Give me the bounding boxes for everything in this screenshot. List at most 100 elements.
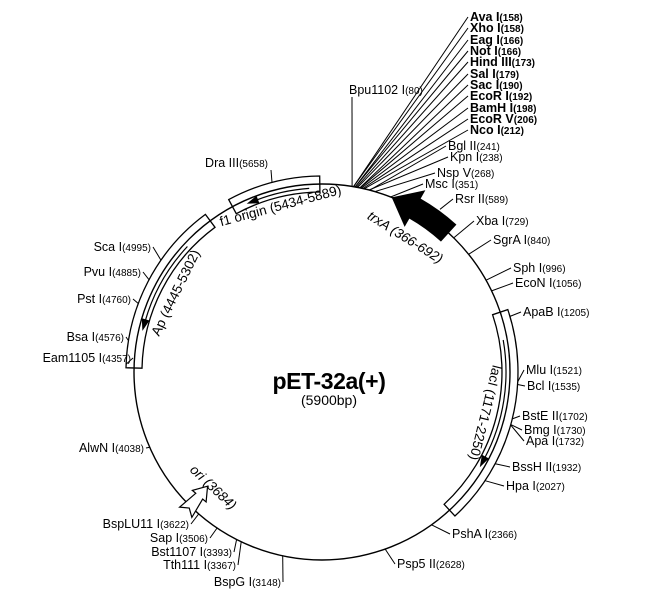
plasmid-title: pET-32a(+)	[273, 368, 386, 394]
site-leader-not-i	[354, 50, 469, 188]
site-leader-pvu-i	[142, 271, 150, 281]
gene-box-f1-origin	[227, 175, 321, 215]
site-leader-xba-i	[453, 220, 475, 239]
site-label-bcl-i: Bcl I(1535)	[527, 379, 580, 393]
site-leader-kpn-i	[368, 156, 449, 191]
site-leader-bcl-i	[517, 384, 526, 387]
site-leader-alwn-i	[145, 446, 150, 449]
site-label-sac-i: Sac I(190)	[470, 78, 523, 92]
site-leader-xho-i	[353, 27, 469, 187]
site-label-msc-i: Msc I(351)	[425, 177, 478, 191]
site-label-bamh-i: BamH I(198)	[470, 101, 536, 115]
site-label-sap-i: Sap I(3506)	[150, 531, 208, 545]
site-label-xho-i: Xho I(158)	[470, 21, 524, 35]
site-leader-hind-iii	[356, 61, 469, 188]
site-leader-tth111-i	[237, 541, 242, 566]
plasmid-backbone-circle	[133, 183, 511, 561]
site-label-econ-i: EcoN I(1056)	[515, 276, 581, 290]
site-leader-bsplu11-i	[190, 513, 200, 525]
plasmid-size-label: (5900bp)	[301, 392, 357, 408]
site-leader-bssh-ii	[495, 463, 511, 468]
site-leader-sph-i	[485, 267, 512, 281]
site-label-bssh-ii: BssH II(1932)	[512, 460, 581, 474]
site-label-pst-i: Pst I(4760)	[77, 292, 131, 306]
site-leader-nco-i	[363, 129, 469, 190]
site-label-kpn-i: Kpn I(238)	[450, 150, 503, 164]
gene-open-arrow-ori	[178, 485, 209, 519]
site-label-rsr-ii: Rsr II(589)	[455, 192, 508, 206]
site-label-tth111-i: Tth111 I(3367)	[163, 558, 236, 572]
site-leader-sca-i	[152, 246, 162, 261]
site-leader-mlu-i	[517, 369, 525, 382]
site-label-apa-i: Apa I(1732)	[526, 434, 584, 448]
site-leader-bsa-i	[125, 336, 129, 341]
site-leader-eam1105-i	[125, 357, 134, 365]
site-leader-hpa-i	[484, 480, 505, 487]
site-leader-sap-i	[209, 527, 218, 539]
site-label-eag-i: Eag I(166)	[470, 33, 523, 47]
genes-layer	[125, 175, 519, 561]
restriction-sites-layer: f1 origin (5434-5889)Ap (4445-5302)lacI …	[43, 10, 590, 589]
gene-arrow-laci	[483, 339, 507, 459]
site-label-dra-iii: Dra III(5658)	[205, 156, 268, 170]
site-leader-apa-i	[510, 424, 525, 442]
site-label-sph-i: Sph I(996)	[513, 261, 566, 275]
site-leader-ecor-v	[362, 118, 469, 189]
site-label-sgra-i: SgrA I(840)	[493, 233, 550, 247]
site-leader-apab-i	[509, 311, 522, 317]
site-label-ecor-v: EcoR V(206)	[470, 112, 537, 126]
site-label-ava-i: Ava I(158)	[470, 10, 523, 24]
site-label-bpu1102-i: Bpu1102 I(80)	[349, 83, 423, 97]
site-label-psha-i: PshA I(2366)	[452, 527, 517, 541]
site-label-pvu-i: Pvu I(4885)	[84, 265, 141, 279]
site-leader-bgl-ii	[369, 145, 447, 191]
site-label-ecor-i: EcoR I(192)	[470, 89, 532, 103]
site-label-hpa-i: Hpa I(2027)	[506, 479, 565, 493]
gene-box-laci	[443, 308, 519, 517]
site-leader-bste-ii	[512, 415, 521, 420]
site-label-mlu-i: Mlu I(1521)	[526, 363, 582, 377]
site-leader-pst-i	[132, 298, 139, 304]
gene-solid-arrow-trxa	[391, 190, 457, 242]
site-label-bst1107-i: Bst1107 I(3393)	[151, 545, 232, 559]
site-leader-bamh-i	[360, 107, 469, 189]
site-label-alwn-i: AlwN I(4038)	[79, 441, 144, 455]
gene-box-ap	[125, 213, 216, 369]
site-leader-sgra-i	[468, 239, 492, 255]
site-label-xba-i: Xba I(729)	[476, 214, 529, 228]
site-leader-psp5-ii	[384, 548, 396, 565]
site-leader-psha-i	[431, 524, 451, 535]
site-leader-rsr-ii	[439, 198, 454, 210]
site-label-not-i: Not I(166)	[470, 44, 521, 58]
site-label-sca-i: Sca I(4995)	[94, 240, 151, 254]
site-leader-nsp-v	[374, 172, 436, 193]
gene-label-laci: lacI (1171-2250)	[466, 364, 504, 462]
site-label-hind-iii: Hind III(173)	[470, 55, 535, 69]
site-label-sal-i: Sal I(179)	[470, 67, 519, 81]
gene-arrowhead-f1-origin	[246, 195, 260, 204]
site-leader-econ-i	[491, 282, 514, 292]
site-leader-msc-i	[390, 183, 424, 198]
site-leader-sal-i	[357, 73, 469, 188]
site-label-bste-ii: BstE II(1702)	[522, 409, 588, 423]
site-label-bsplu11-i: BspLU11 I(3622)	[103, 517, 189, 531]
site-leader-ecor-i	[359, 95, 469, 189]
site-label-apab-i: ApaB I(1205)	[523, 305, 589, 319]
site-leader-bmg-i	[510, 424, 523, 431]
site-label-eam1105-i: Eam1105 I(4357)	[43, 351, 131, 365]
site-leader-eag-i	[354, 39, 469, 188]
gene-arrowhead-laci	[479, 454, 489, 468]
gene-arrow-ap	[144, 246, 188, 322]
site-label-nsp-v: Nsp V(268)	[437, 166, 494, 180]
site-label-bgl-ii: Bgl II(241)	[448, 139, 500, 153]
site-label-psp5-ii: Psp5 II(2628)	[397, 557, 465, 571]
site-leader-dra-iii	[270, 169, 273, 183]
site-label-bsa-i: Bsa I(4576)	[67, 330, 124, 344]
gene-arrowhead-ap	[141, 318, 150, 331]
site-label-nco-i: Nco I(212)	[470, 123, 524, 137]
site-leader-bst1107-i	[233, 539, 238, 553]
site-label-bspg-i: BspG I(3148)	[214, 575, 281, 589]
site-leader-ava-i	[353, 16, 469, 187]
